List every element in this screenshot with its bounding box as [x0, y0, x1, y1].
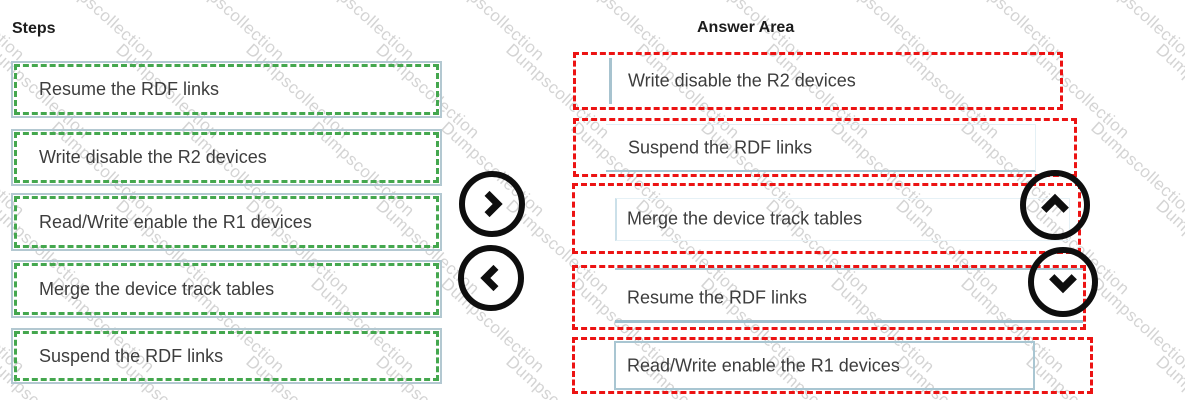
chevron-up-icon [1041, 193, 1069, 213]
step-item[interactable]: Merge the device track tables [11, 260, 442, 318]
answer-slot[interactable]: Resume the RDF links [572, 265, 1086, 330]
watermark-text: Dumpscollection [1087, 274, 1185, 377]
answer-item-label: Merge the device track tables [627, 208, 863, 228]
watermark-text: Dumpscollection [47, 0, 159, 65]
chevron-right-icon [484, 190, 503, 218]
answer-item-remnant-border [609, 58, 612, 104]
answer-item-label: Read/Write enable the R1 devices [627, 355, 900, 375]
step-item[interactable]: Write disable the R2 devices [11, 129, 442, 186]
step-item-border: Write disable the R2 devices [14, 132, 439, 183]
step-item-label: Read/Write enable the R1 devices [39, 211, 312, 232]
answer-item-label: Suspend the RDF links [628, 137, 813, 157]
watermark-text: Dumpscollection [1152, 40, 1185, 143]
step-item[interactable]: Suspend the RDF links [11, 328, 442, 384]
watermark-text: Dumpscollection [307, 0, 419, 65]
answer-item-label: Resume the RDF links [627, 287, 808, 307]
step-item-label: Suspend the RDF links [39, 345, 224, 366]
steps-heading: Steps [12, 20, 56, 37]
watermark-text: Dumpscollection [1087, 0, 1185, 65]
step-item-label: Resume the RDF links [39, 79, 220, 99]
watermark-text: Dumpscollection [437, 0, 549, 65]
answer-slot[interactable]: Read/Write enable the R1 devices [572, 337, 1093, 394]
step-item-border: Merge the device track tables [14, 263, 439, 315]
step-item-border: Suspend the RDF links [14, 331, 439, 381]
step-item-label: Merge the device track tables [39, 278, 275, 299]
chevron-down-icon [1049, 274, 1077, 294]
chevron-left-icon [480, 264, 499, 292]
move-left-button[interactable] [458, 245, 524, 311]
watermark-text: Dumpscollection [1152, 196, 1185, 299]
answer-slot[interactable]: Merge the device track tables [572, 183, 1081, 254]
answer-item-label: Write disable the R2 devices [628, 70, 856, 91]
step-item-border: Read/Write enable the R1 devices [14, 196, 439, 248]
step-item[interactable]: Resume the RDF links [11, 61, 442, 118]
watermark-text: Dumpscollection [1152, 352, 1185, 400]
move-down-button[interactable] [1028, 247, 1098, 317]
watermark-text: Dumpscollection [177, 0, 289, 65]
step-item-label: Write disable the R2 devices [39, 147, 267, 167]
step-item-border: Resume the RDF links [14, 64, 439, 115]
move-up-button[interactable] [1020, 170, 1090, 240]
move-right-button[interactable] [459, 171, 525, 237]
answer-area-heading: Answer Area [697, 19, 795, 36]
step-item[interactable]: Read/Write enable the R1 devices [11, 193, 442, 251]
answer-slot[interactable]: Write disable the R2 devices [573, 52, 1063, 110]
answer-slot[interactable]: Suspend the RDF links [573, 118, 1077, 177]
watermark-text: Dumpscollection [1087, 118, 1185, 221]
